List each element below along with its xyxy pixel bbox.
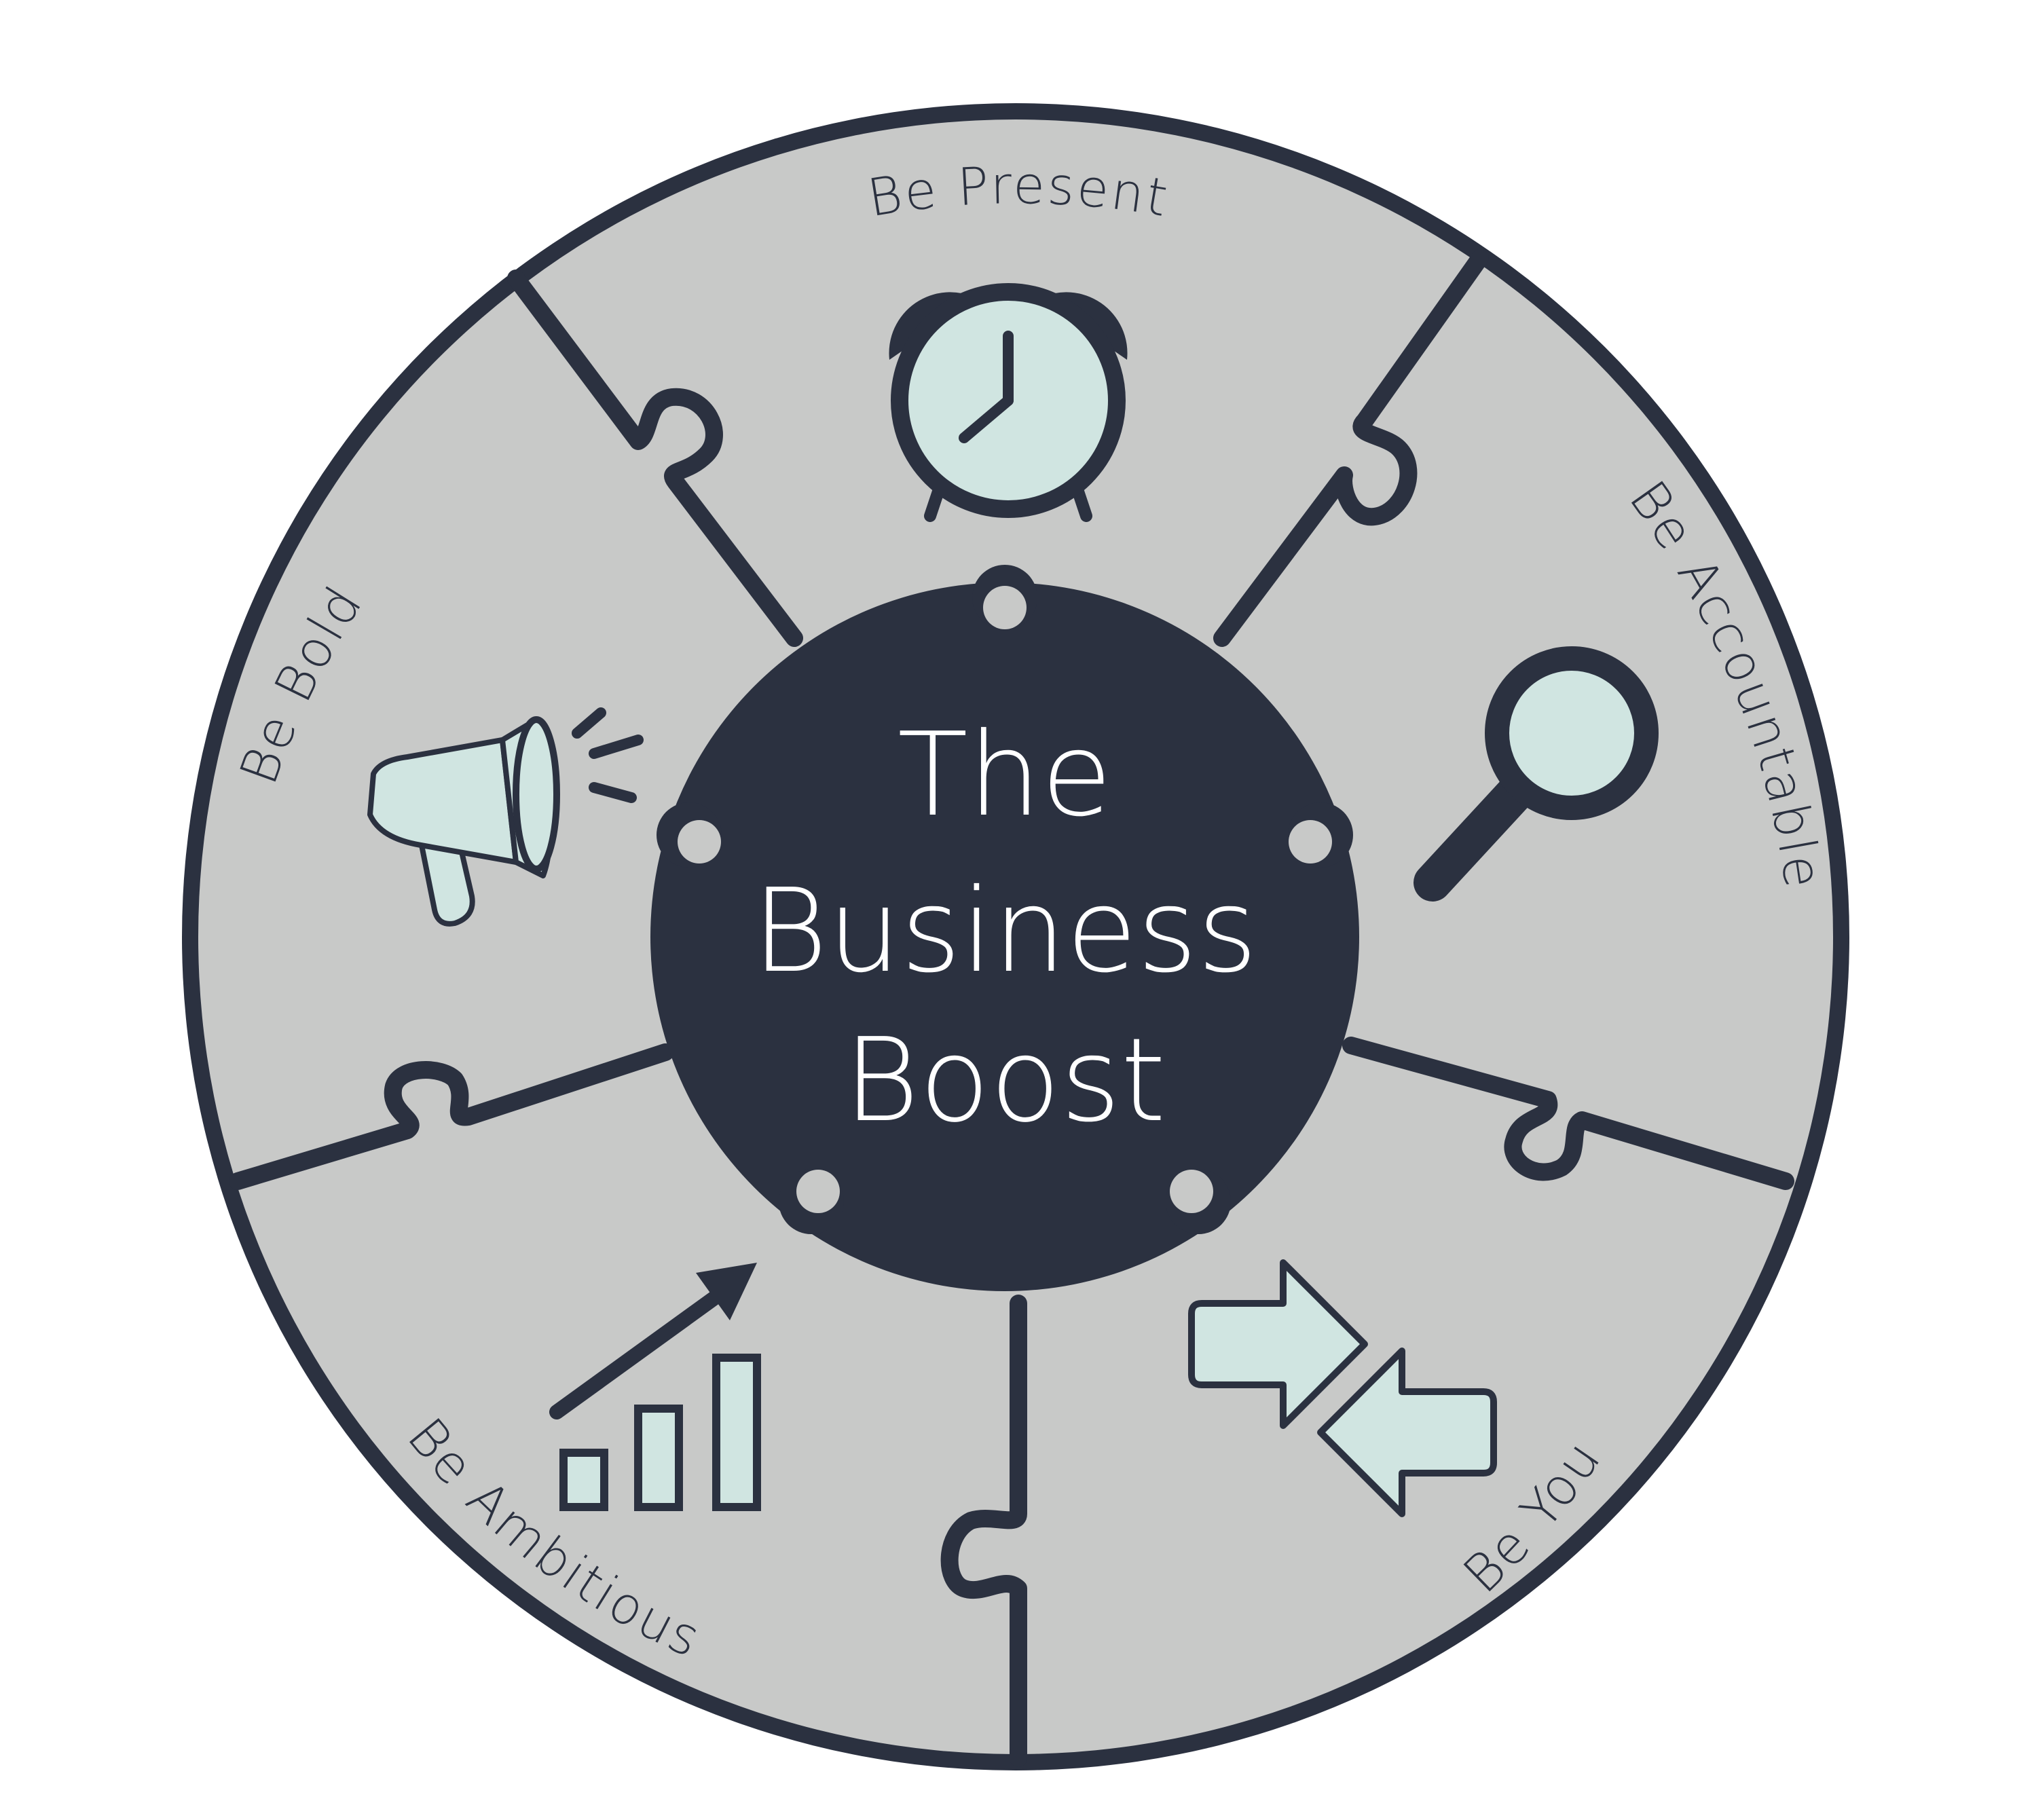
seam-right	[1342, 1037, 1794, 1190]
seam-top-right	[1213, 249, 1489, 647]
seam-bottom	[940, 1295, 1027, 1767]
center-piece	[650, 582, 1359, 1291]
center-title-line-1: The	[898, 708, 1112, 842]
magnifying-glass-icon	[1414, 646, 1659, 902]
seam-top-left	[507, 270, 803, 647]
puzzle-seams	[229, 249, 1794, 1767]
center-title-line-3: Boost	[844, 1014, 1166, 1148]
growth-chart-icon	[549, 1263, 761, 1511]
alarm-clock-icon	[889, 283, 1128, 522]
megaphone-icon	[367, 707, 644, 927]
seam-left	[229, 1043, 674, 1190]
center-title-line-2: Business	[752, 864, 1257, 999]
center-piece-blanks	[678, 586, 1332, 1213]
opposing-arrows-icon	[1188, 1259, 1497, 1517]
